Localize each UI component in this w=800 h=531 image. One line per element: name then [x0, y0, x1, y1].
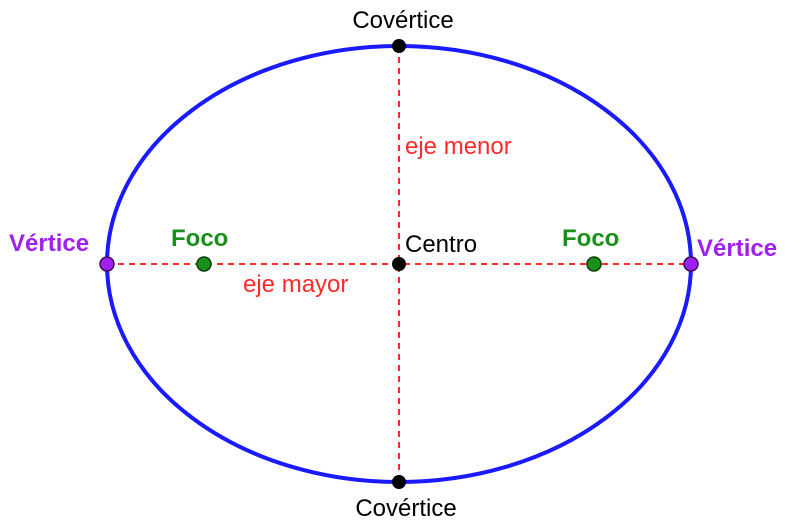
vertex-left-label: Vértice	[9, 230, 89, 257]
focus-right-label: Foco	[562, 225, 619, 252]
center-point	[392, 257, 406, 271]
center-label: Centro	[405, 231, 477, 258]
focus-right-point	[586, 256, 602, 272]
covertex-top-point	[392, 39, 406, 53]
covertex-bottom-point	[392, 475, 406, 489]
major-axis-label: eje mayor	[243, 271, 348, 298]
minor-axis-label: eje menor	[405, 133, 512, 160]
vertex-right-point	[683, 256, 699, 272]
focus-left-label: Foco	[171, 225, 228, 252]
vertex-right-label: Vértice	[697, 235, 777, 262]
covertex-top-label: Covértice	[352, 7, 453, 34]
focus-left-point	[196, 256, 212, 272]
covertex-bottom-label: Covértice	[355, 495, 456, 522]
vertex-left-point	[99, 256, 115, 272]
